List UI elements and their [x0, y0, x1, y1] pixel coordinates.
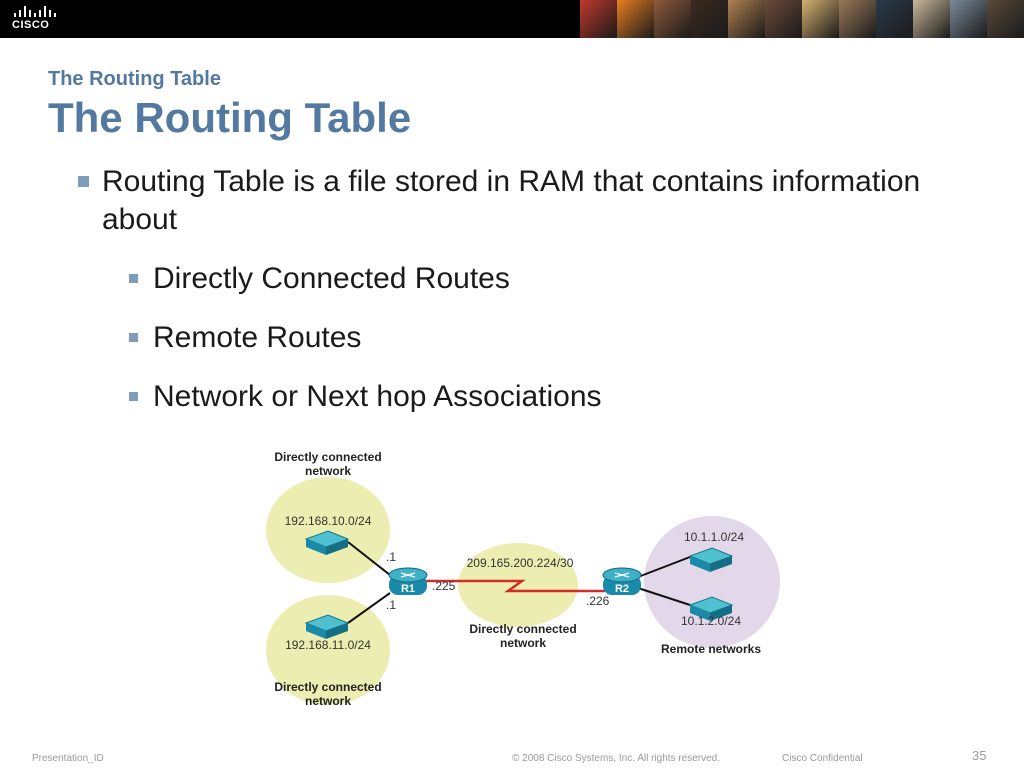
bullet-main-text: Routing Table is a file stored in RAM th… — [102, 165, 921, 236]
switch-icon — [688, 547, 734, 572]
middle-label-line1: Directly connected — [469, 622, 576, 636]
bullet-main: Routing Table is a file stored in RAM th… — [76, 163, 976, 239]
ip-r2-wan: .226 — [586, 594, 610, 608]
network-10-1-2: 10.1.2.0/24 — [681, 614, 741, 628]
switch-icon — [304, 614, 350, 639]
sub-bullet: Remote Routes — [76, 319, 976, 357]
network-diagram: R1 R2 Directly connected network 192.168… — [266, 450, 780, 708]
network-209-165-200-224: 209.165.200.224/30 — [467, 556, 574, 570]
logo-bars-icon — [14, 6, 60, 17]
header-photo — [913, 0, 950, 38]
local-network-bottom-area — [266, 595, 390, 705]
link-r1-top — [347, 541, 391, 576]
sub-bullet-text: Network or Next hop Associations — [153, 380, 602, 413]
header-photo — [839, 0, 876, 38]
page-number: 35 — [972, 748, 987, 763]
header-photo — [691, 0, 728, 38]
confidential-text: Cisco Confidential — [782, 753, 863, 764]
slide-title: The Routing Table — [48, 94, 412, 141]
middle-label-line2: network — [500, 636, 546, 650]
header-photo — [950, 0, 987, 38]
sub-bullet: Network or Next hop Associations — [76, 378, 976, 416]
header-bar: CISCO — [0, 0, 1024, 38]
local-network-top-area — [266, 477, 390, 583]
header-photo — [728, 0, 765, 38]
bullet-square-icon — [129, 274, 138, 283]
router-r2-icon — [602, 567, 642, 595]
sub-bullet-text: Directly Connected Routes — [153, 262, 510, 295]
router-r1-icon — [388, 567, 428, 595]
cisco-logo: CISCO — [12, 6, 60, 34]
presentation-id: Presentation_ID — [32, 753, 104, 764]
network-192-168-11: 192.168.11.0/24 — [285, 638, 371, 652]
top-left-label-line2: network — [305, 464, 351, 478]
bullet-list: Routing Table is a file stored in RAM th… — [76, 163, 976, 416]
header-photo-strip — [580, 0, 1024, 38]
slide-subtitle: The Routing Table — [48, 68, 221, 90]
link-r2-top — [637, 556, 691, 578]
header-photo — [765, 0, 802, 38]
network-192-168-10: 192.168.10.0/24 — [285, 514, 372, 528]
network-10-1-1: 10.1.1.0/24 — [684, 530, 744, 544]
remote-networks-label: Remote networks — [661, 642, 761, 656]
router-r2-label: R2 — [615, 583, 629, 595]
ip-r1-top: .1 — [386, 550, 396, 564]
header-photo — [802, 0, 839, 38]
header-photo — [876, 0, 913, 38]
ip-r1-wan: .225 — [432, 579, 456, 593]
bullet-square-icon — [129, 392, 138, 401]
header-photo — [617, 0, 654, 38]
bullet-square-icon — [78, 176, 89, 187]
ip-r1-bottom: .1 — [386, 598, 396, 612]
bullet-square-icon — [129, 333, 138, 342]
top-left-label-line1: Directly connected — [274, 450, 381, 464]
sub-bullet-text: Remote Routes — [153, 321, 362, 354]
switch-icon — [688, 596, 734, 621]
bottom-left-label-line1: Directly connected — [274, 680, 381, 694]
switch-icon — [304, 530, 350, 555]
remote-network-area — [644, 516, 780, 648]
bottom-left-label-line2: network — [305, 694, 351, 708]
link-r1-bottom — [347, 592, 391, 624]
header-photo — [654, 0, 691, 38]
copyright-text: © 2008 Cisco Systems, Inc. All rights re… — [512, 753, 721, 764]
logo-text: CISCO — [12, 19, 50, 31]
link-r2-bottom — [637, 587, 691, 606]
header-photo — [987, 0, 1024, 38]
header-photo — [580, 0, 617, 38]
sub-bullet: Directly Connected Routes — [76, 260, 976, 298]
router-r1-label: R1 — [401, 583, 415, 595]
